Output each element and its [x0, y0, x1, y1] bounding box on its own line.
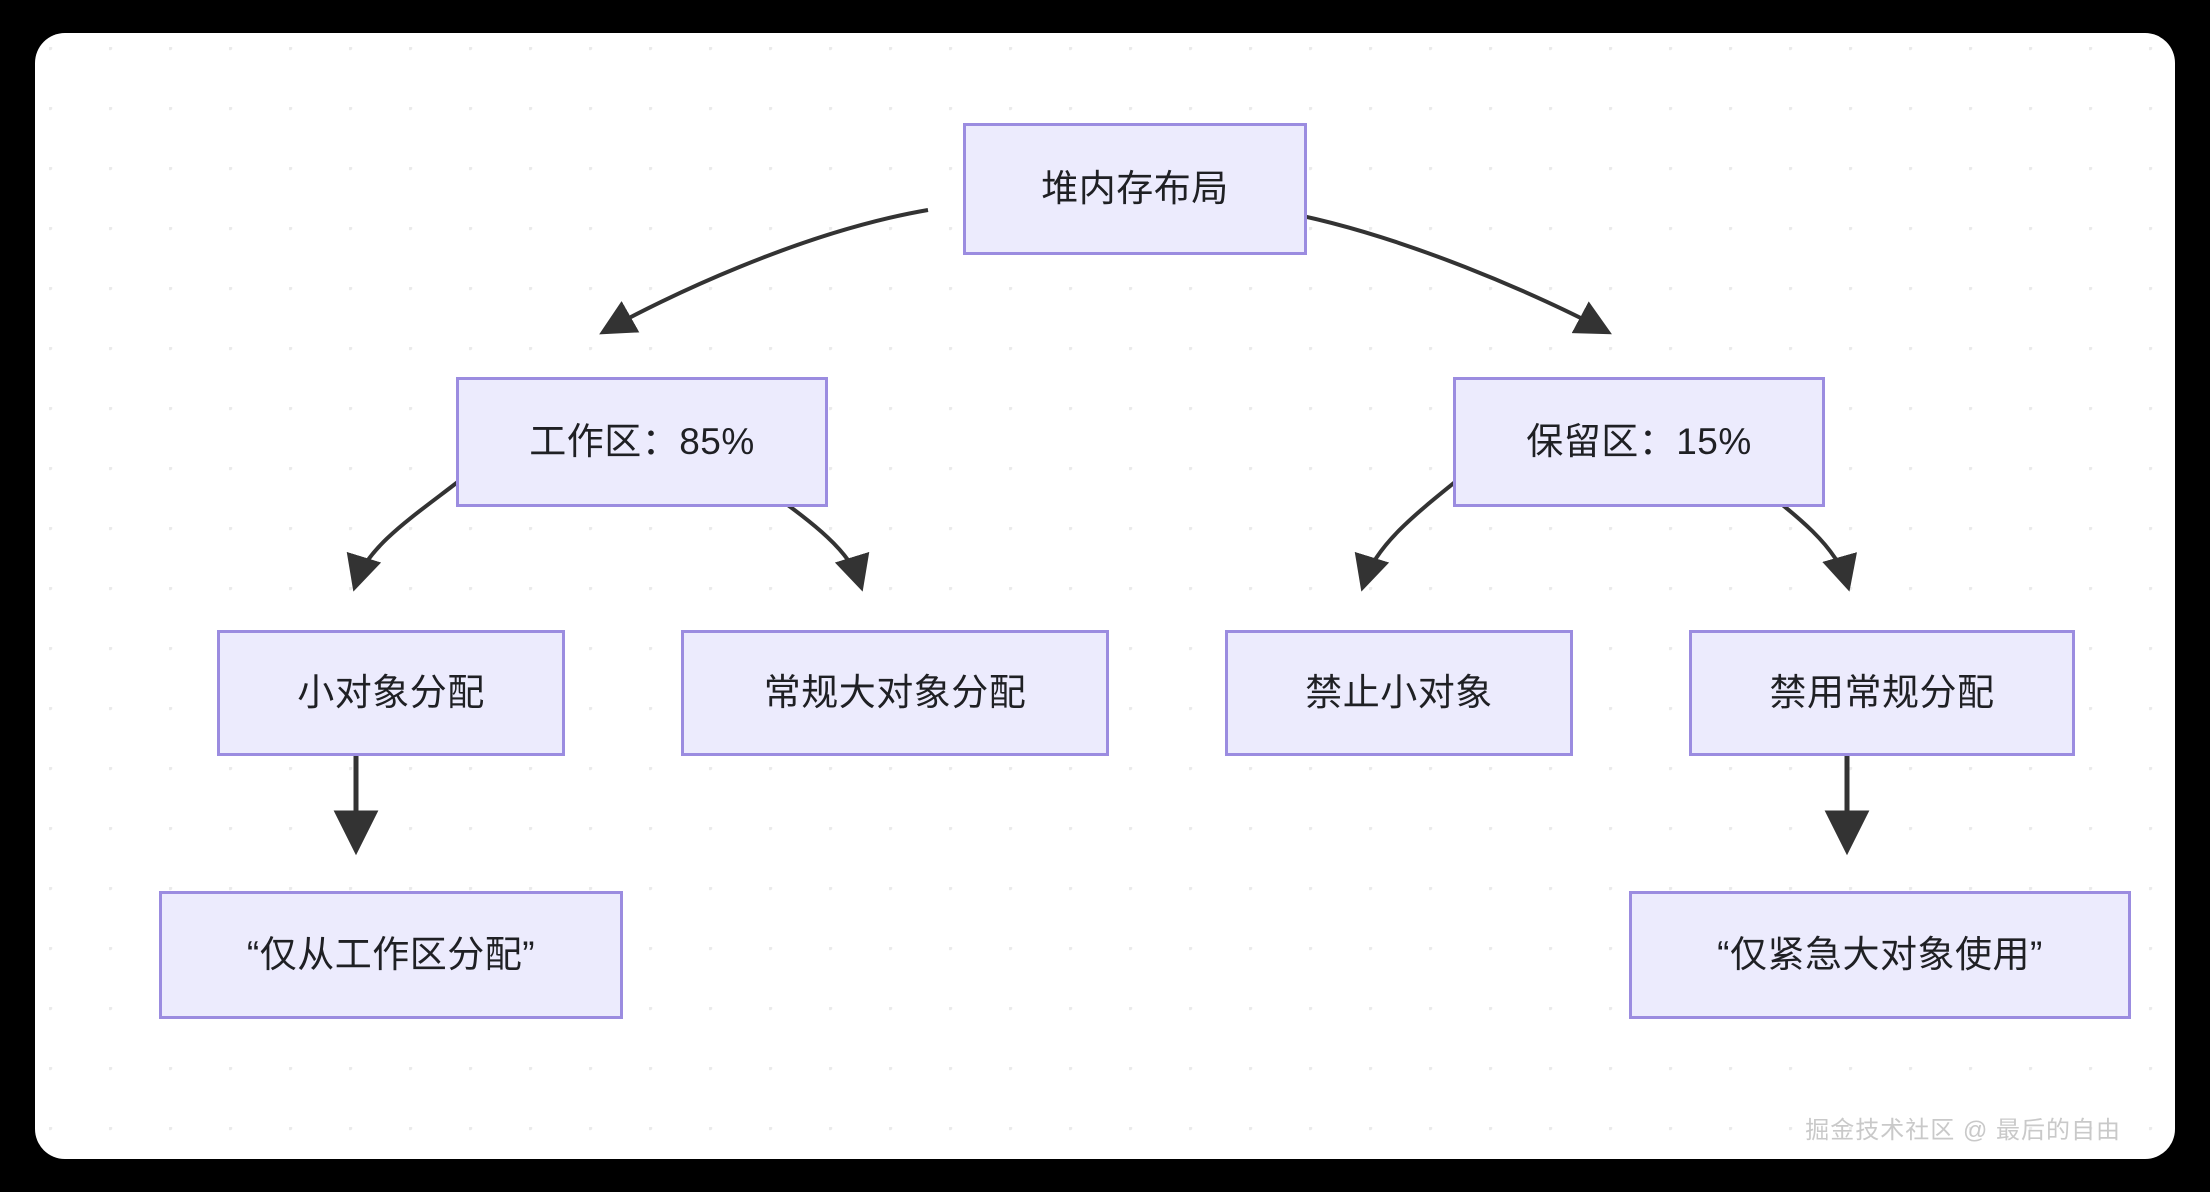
edge-root-to-work	[599, 208, 929, 335]
node-urgent-large-objects-only[interactable]: “仅紧急大对象使用”	[1629, 891, 2131, 1019]
node-label: 工作区：85%	[529, 420, 755, 462]
node-work-area[interactable]: 工作区：85%	[456, 377, 828, 507]
edge-reserve-to-nosmall	[1354, 472, 1467, 592]
watermark: 掘金技术社区 @ 最后的自由	[1805, 1117, 2121, 1144]
node-label: 小对象分配	[297, 671, 485, 713]
node-disable-regular-allocation[interactable]: 禁用常规分配	[1689, 630, 2075, 756]
node-allocate-only-from-work-area[interactable]: “仅从工作区分配”	[159, 891, 623, 1019]
node-label: “仅紧急大对象使用”	[1717, 933, 2043, 975]
node-regular-large-object-allocation[interactable]: 常规大对象分配	[681, 630, 1109, 756]
node-label: 保留区：15%	[1526, 420, 1752, 462]
edge-work-to-small	[346, 472, 470, 592]
node-heap-memory-layout[interactable]: 堆内存布局	[963, 123, 1307, 255]
node-label: “仅从工作区分配”	[246, 933, 536, 975]
node-label: 常规大对象分配	[763, 671, 1027, 713]
node-label: 禁用常规分配	[1769, 671, 1995, 713]
node-label: 堆内存布局	[1041, 167, 1229, 209]
diagram-canvas: 堆内存布局 工作区：85% 保留区：15% 小对象分配 常规大对象分配 禁止小对…	[35, 33, 2175, 1159]
node-small-object-allocation[interactable]: 小对象分配	[217, 630, 565, 756]
edge-root-to-reserve	[1271, 208, 1612, 335]
node-label: 禁止小对象	[1305, 671, 1493, 713]
node-reserve-area[interactable]: 保留区：15%	[1453, 377, 1825, 507]
node-prohibit-small-objects[interactable]: 禁止小对象	[1225, 630, 1573, 756]
